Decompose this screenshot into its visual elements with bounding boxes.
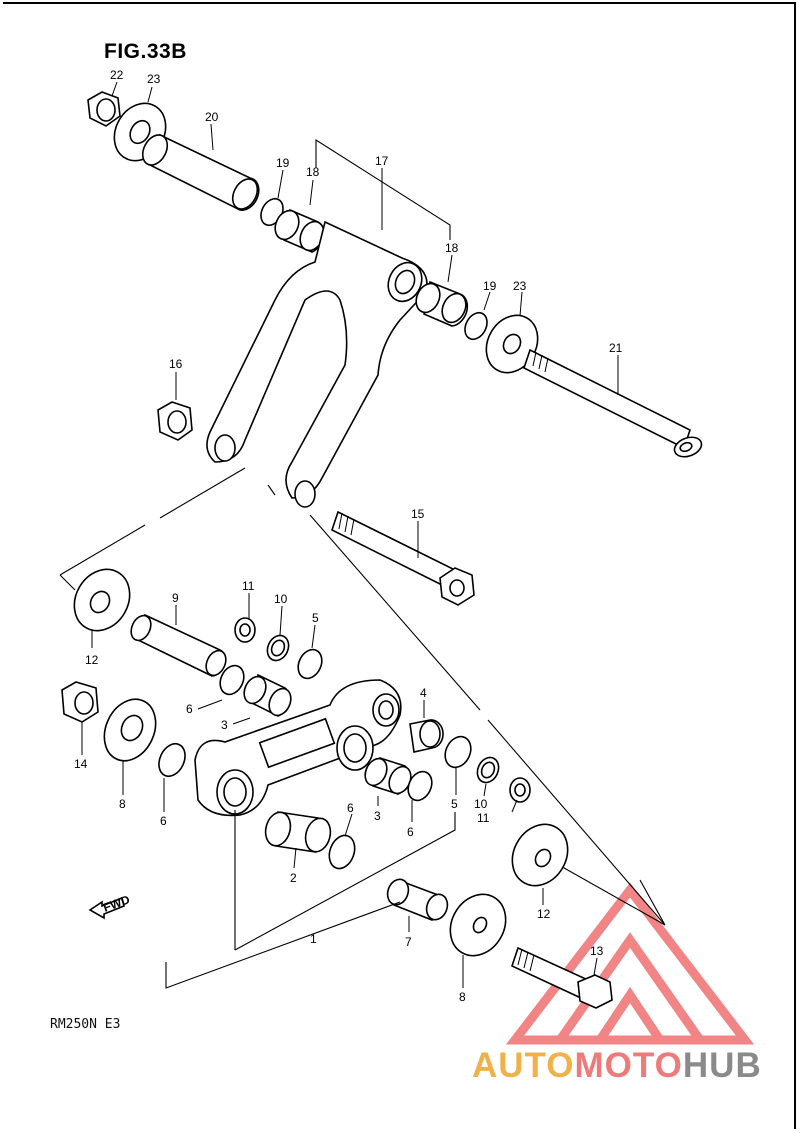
part-8-washer-right[interactable] [439, 884, 516, 965]
callout-23-right[interactable]: 23 [513, 279, 527, 293]
callout-21[interactable]: 21 [609, 341, 623, 355]
part-6-o-ring[interactable] [216, 662, 249, 698]
callout-18[interactable]: 18 [306, 165, 320, 179]
brand-auto: AUTO [472, 1046, 575, 1085]
part-6-o-ring-bottom[interactable] [325, 832, 359, 872]
callout-labels: 22 23 20 19 18 17 18 19 23 21 16 15 9 11… [74, 68, 623, 1004]
callout-7[interactable]: 7 [405, 935, 412, 949]
part-22-nut[interactable] [87, 91, 121, 127]
part-8-washer[interactable] [95, 691, 166, 769]
part-16-nut[interactable] [157, 401, 193, 441]
callout-23[interactable]: 23 [147, 72, 161, 86]
part-3-bearing-right[interactable] [361, 755, 415, 797]
part-3-bearing[interactable] [240, 673, 295, 719]
fwd-label: FWD [101, 892, 132, 915]
part-5-o-ring-right[interactable] [440, 732, 475, 771]
part-11-seal[interactable] [234, 617, 256, 643]
callout-6-mid[interactable]: 6 [347, 801, 354, 815]
part-1-cushion-rod[interactable] [194, 679, 402, 817]
part-9-collar[interactable] [127, 612, 229, 678]
callout-3[interactable]: 3 [221, 718, 228, 732]
part-11-seal-right[interactable] [509, 777, 531, 803]
page-border [3, 2, 796, 1129]
callout-22[interactable]: 22 [110, 68, 124, 82]
callout-16[interactable]: 16 [169, 357, 183, 371]
callout-11-right[interactable]: 11 [477, 811, 490, 825]
part-6-o-ring-left[interactable] [154, 740, 190, 781]
part-17-cushion-lever[interactable] [206, 220, 428, 508]
callout-5[interactable]: 5 [312, 611, 319, 625]
part-21-bolt[interactable] [523, 348, 704, 460]
fwd-arrow-icon: FWD [88, 892, 132, 920]
part-5-o-ring[interactable] [294, 646, 327, 682]
part-10-ring[interactable] [263, 632, 292, 664]
brand-moto: MOTO [574, 1046, 683, 1085]
part-7-collar[interactable] [384, 876, 451, 922]
callout-19-right[interactable]: 19 [483, 279, 497, 293]
part-10-ring-right[interactable] [473, 754, 502, 786]
callout-11[interactable]: 11 [242, 579, 255, 593]
assembly-lines-lower [165, 810, 456, 989]
part-12-washer-right[interactable] [501, 814, 578, 895]
part-14-nut[interactable] [61, 681, 99, 723]
callout-18-right[interactable]: 18 [445, 241, 459, 255]
callout-6-left[interactable]: 6 [160, 814, 167, 828]
callout-1[interactable]: 1 [310, 932, 317, 946]
callout-20[interactable]: 20 [205, 110, 219, 124]
part-6-o-ring-right[interactable] [404, 768, 437, 804]
callout-6[interactable]: 6 [186, 702, 193, 716]
part-19-o-ring-right[interactable] [461, 309, 492, 343]
callout-3-right[interactable]: 3 [374, 809, 381, 823]
callout-12-right[interactable]: 12 [537, 907, 551, 921]
watermark-logo-icon [505, 882, 755, 1045]
part-13-bolt[interactable] [511, 946, 613, 1009]
leader-lines [81, 81, 619, 988]
part-12-washer[interactable] [63, 559, 140, 640]
callout-6-right[interactable]: 6 [407, 825, 414, 839]
part-23-washer-right[interactable] [476, 306, 548, 382]
callout-13[interactable]: 13 [590, 944, 604, 958]
part-18-bearing-right[interactable] [412, 280, 471, 327]
callout-14[interactable]: 14 [74, 757, 88, 771]
model-code: RM250N E3 [50, 1017, 121, 1032]
callout-17[interactable]: 17 [375, 154, 389, 168]
part-15-bolt[interactable] [331, 510, 475, 606]
part-20-collar[interactable] [138, 131, 262, 214]
callout-2[interactable]: 2 [290, 871, 297, 885]
callout-10-right[interactable]: 10 [474, 797, 488, 811]
callout-9[interactable]: 9 [172, 591, 179, 605]
part-2-bearing[interactable] [262, 809, 334, 854]
callout-8[interactable]: 8 [119, 797, 126, 811]
callout-12[interactable]: 12 [85, 653, 99, 667]
callout-19[interactable]: 19 [276, 156, 290, 170]
part-18-bearing[interactable] [271, 207, 329, 254]
callout-8-right[interactable]: 8 [459, 990, 466, 1004]
assembly-lines-upper [59, 138, 666, 926]
figure-title: FIG.33B [104, 40, 187, 63]
callout-4[interactable]: 4 [420, 686, 427, 700]
watermark-brand: AUTOMOTOHUB [472, 1046, 762, 1086]
callout-15[interactable]: 15 [411, 507, 425, 521]
part-4-collar[interactable] [409, 719, 444, 753]
brand-hub: HUB [682, 1046, 762, 1085]
callout-10[interactable]: 10 [274, 592, 288, 606]
callout-5-right[interactable]: 5 [451, 797, 458, 811]
